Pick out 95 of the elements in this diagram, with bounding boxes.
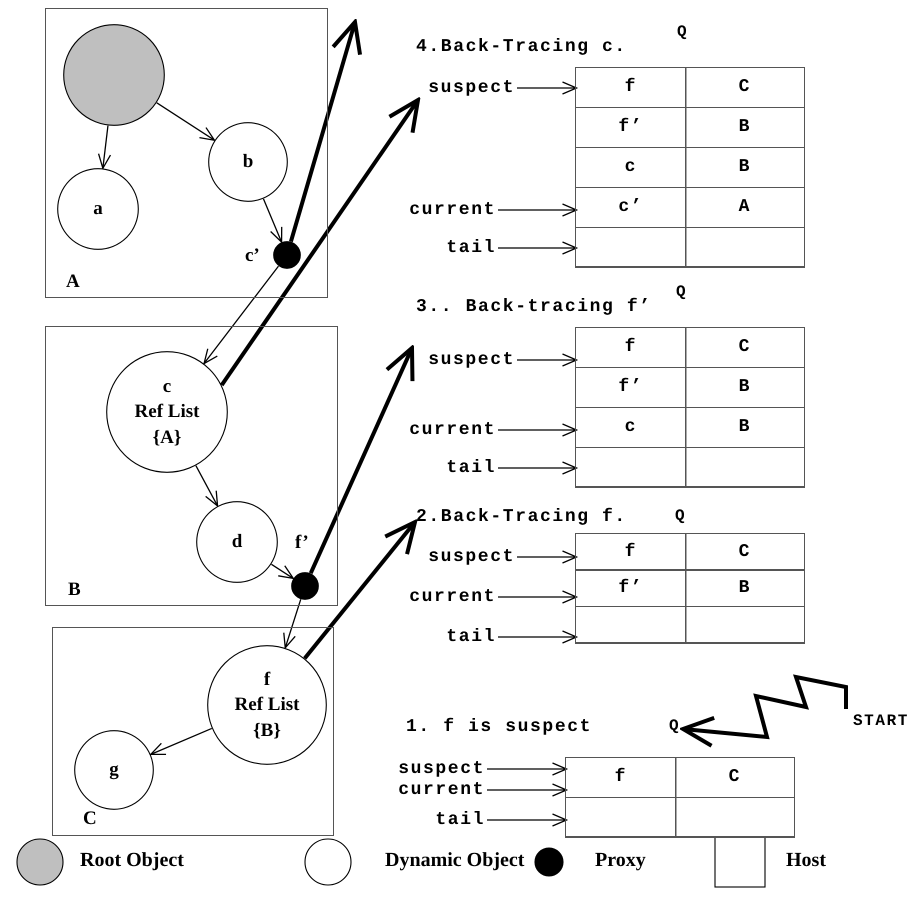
step-heading: 2.Back-Tracing f. — [416, 507, 627, 527]
object-label: g — [109, 758, 119, 782]
cell-text: B — [738, 578, 752, 598]
cell-text: c’ — [617, 197, 644, 218]
cell-text: c — [624, 417, 638, 438]
cell-text: f’ — [617, 377, 644, 398]
step-heading: 1. f is suspect — [406, 717, 592, 737]
pointer-label: current — [381, 198, 496, 222]
pointer-label: current — [370, 779, 485, 801]
cell-text: f’ — [617, 578, 644, 598]
reference-arrow — [98, 126, 112, 169]
host-box — [45, 326, 338, 606]
host-box — [52, 627, 334, 836]
pointer-arrow — [517, 353, 578, 367]
pointer-label: tail — [381, 236, 496, 260]
root-object-circle — [63, 24, 165, 126]
pointer-label: suspect — [400, 76, 515, 100]
cell-text: f — [624, 77, 638, 98]
pointer-arrow — [498, 590, 578, 604]
queue-label: Q — [669, 717, 680, 735]
object-label: {B} — [253, 718, 281, 743]
legend-label: Root Object — [80, 849, 184, 872]
cell-text: f — [624, 337, 638, 358]
pointer-arrow — [487, 783, 568, 797]
object-label: {A} — [152, 426, 182, 450]
pointer-label: current — [381, 585, 496, 609]
cell-text: c — [624, 157, 638, 178]
pointer-label: tail — [381, 456, 496, 480]
object-label: b — [242, 150, 254, 174]
queue-label: Q — [677, 23, 688, 41]
object-label: c — [162, 374, 172, 399]
object-circle — [57, 168, 139, 250]
pointer-arrow — [498, 203, 578, 217]
pointer-label: suspect — [370, 758, 485, 780]
pointer-label: tail — [381, 625, 496, 649]
object-circle — [196, 501, 278, 583]
cell-text: f — [624, 542, 638, 562]
proxy-label: f’ — [295, 532, 309, 554]
pointer-label: suspect — [400, 545, 515, 569]
cell-text: f — [614, 767, 628, 788]
reference-arrow — [195, 465, 218, 507]
thick-arrow — [308, 346, 414, 574]
cell-text: C — [728, 767, 742, 788]
object-label: a — [93, 197, 103, 222]
pointer-arrow — [498, 630, 578, 644]
thick-arrow — [220, 98, 420, 386]
pointer-arrow — [498, 241, 578, 255]
reference-arrow — [203, 266, 280, 364]
cell-text: B — [738, 377, 752, 398]
object-label: Ref List — [234, 693, 300, 718]
reference-arrow — [262, 198, 282, 243]
pointer-arrow — [517, 550, 578, 564]
thick-arrow — [681, 674, 848, 748]
reference-arrow — [283, 599, 302, 648]
object-circle — [106, 351, 228, 473]
host-label: B — [68, 579, 81, 601]
queue-label: Q — [675, 507, 686, 525]
legend-label: Proxy — [595, 849, 646, 872]
object-circle — [74, 730, 154, 810]
pointer-arrow — [487, 762, 568, 776]
thick-arrow — [303, 520, 417, 660]
host-label: C — [83, 808, 97, 830]
object-circle — [208, 122, 288, 202]
legend-label: Dynamic Object — [385, 849, 524, 872]
host-label: A — [66, 271, 80, 293]
reference-arrow — [271, 564, 294, 580]
cell-text: C — [738, 542, 752, 562]
pointer-arrow — [487, 813, 568, 827]
cell-text: B — [738, 157, 752, 178]
cell-text: B — [738, 417, 752, 438]
pointer-label: current — [381, 418, 496, 442]
cell-text: f’ — [617, 117, 644, 138]
proxy-label: c’ — [245, 245, 260, 267]
reference-arrow — [156, 102, 216, 141]
object-circle — [207, 645, 327, 765]
legend-label: Host — [786, 849, 826, 872]
step-heading: 3.. Back-tracing f’ — [416, 297, 652, 317]
queue-label: Q — [676, 283, 688, 301]
cell-text: C — [738, 77, 752, 98]
pointer-label: tail — [370, 808, 485, 832]
object-label: Ref List — [134, 400, 200, 424]
reference-arrow — [150, 728, 212, 756]
host-box — [45, 8, 328, 298]
pointer-arrow — [517, 81, 578, 95]
pointer-arrow — [498, 423, 578, 437]
cell-text: C — [738, 337, 752, 358]
pointer-arrow — [498, 461, 578, 475]
pointer-label: suspect — [400, 348, 515, 372]
start-label: START — [834, 709, 909, 733]
step-heading: 4.Back-Tracing c. — [416, 37, 627, 57]
object-label: f — [264, 668, 270, 692]
cell-text: A — [738, 197, 752, 218]
cell-text: B — [738, 117, 752, 138]
thick-arrow — [289, 20, 362, 242]
object-label: d — [232, 530, 242, 554]
